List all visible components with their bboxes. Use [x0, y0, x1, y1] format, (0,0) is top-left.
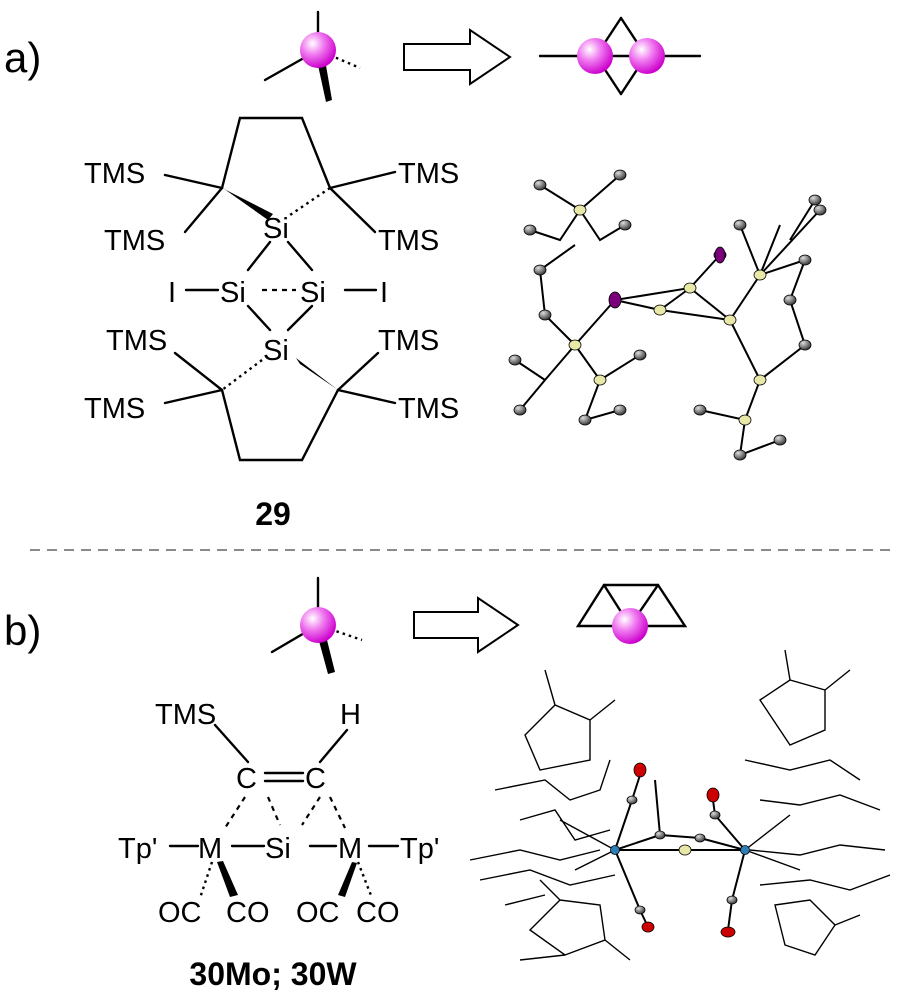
tetrahedral-si-scheme-a [263, 10, 361, 102]
atom-m-left: M [198, 833, 222, 865]
atom-si-top: Si [263, 213, 289, 245]
atom-m-right: M [338, 833, 362, 865]
atom-iodine-right: I [380, 277, 388, 309]
si-atom-sphere [300, 32, 336, 68]
atom-co-right: CO [356, 897, 400, 929]
reaction-arrow-a [403, 28, 512, 86]
planar-si-scheme [575, 583, 688, 644]
atom-tp-left: Tp' [118, 833, 157, 865]
atom-si-left: Si [220, 277, 246, 309]
si-atom-sphere-right [629, 38, 665, 74]
atom-tms-lower-left-1: TMS [106, 325, 167, 357]
atom-tms-upper-left-1: TMS [84, 158, 145, 190]
reaction-arrow-b [413, 596, 520, 654]
atom-tms-upper-right-2: TMS [378, 225, 439, 257]
si-atom-sphere-left [577, 38, 613, 74]
atom-co-left: CO [226, 897, 270, 929]
atom-si: Si [265, 833, 291, 865]
panel-a-label: a) [4, 34, 41, 81]
atom-tms-lower-right-2: TMS [398, 393, 459, 425]
crystal-structure-29 [508, 169, 827, 461]
atom-tms-lower-left-2: TMS [84, 393, 145, 425]
compound-29-structure: TMS TMS TMS TMS Si Si Si Si I I TMS TMS … [84, 116, 459, 462]
atom-oc-left: OC [158, 897, 202, 929]
atom-tms-upper-right-1: TMS [398, 158, 459, 190]
atom-tp-right: Tp' [400, 833, 439, 865]
atom-h: H [340, 699, 361, 731]
crystal-structure-30 [469, 649, 891, 961]
atom-tms-lower-right-1: TMS [378, 325, 439, 357]
atom-oc-right: OC [296, 897, 340, 929]
atom-iodine-left: I [168, 277, 176, 309]
compound-30-structure: TMS H C C Tp' M Si M Tp' OC CO OC CO [118, 699, 439, 929]
atom-c-left: C [236, 763, 257, 795]
atom-si-bottom: Si [263, 335, 289, 367]
tetrahedral-si-scheme-b [270, 576, 363, 674]
atom-tms: TMS [155, 699, 216, 731]
atom-tms-upper-left-2: TMS [104, 225, 165, 257]
panel-b-label: b) [4, 607, 41, 654]
compound-29-label: 29 [255, 496, 291, 532]
compound-30-label: 30Mo; 30W [189, 956, 357, 992]
atom-si-right: Si [300, 277, 326, 309]
si-atom-sphere-planar [612, 608, 648, 644]
si-atom-sphere-b [300, 607, 336, 643]
atom-c-right: C [305, 763, 326, 795]
inverted-si-si-scheme [538, 16, 702, 96]
